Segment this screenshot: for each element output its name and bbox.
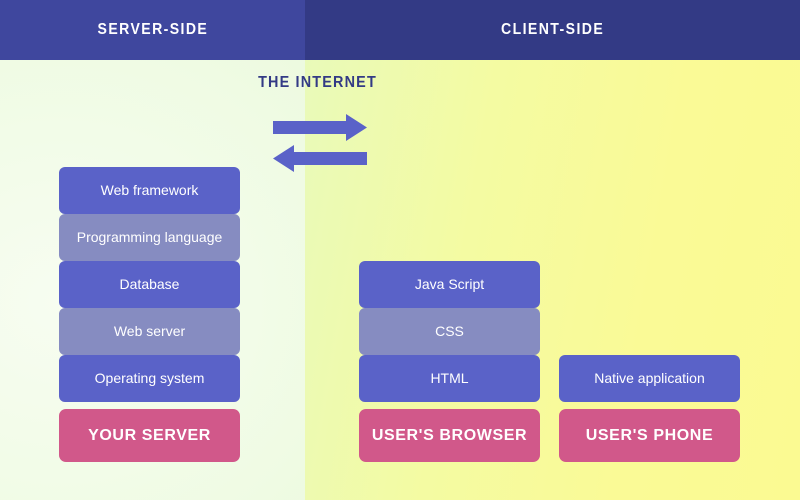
server-side-title: SERVER-SIDE [97,21,208,38]
stack-item-operating-system[interactable]: Operating system [59,355,240,402]
stack-item-programming-language[interactable]: Programming language [59,214,240,261]
stack-base-your-server[interactable]: YOUR SERVER [59,409,240,462]
arrow-right-icon [273,114,367,141]
stack-item-html[interactable]: HTML [359,355,540,402]
internet-arrows [268,112,372,174]
stack-item-javascript[interactable]: Java Script [359,261,540,308]
client-side-header: CLIENT-SIDE [305,0,800,60]
stack-item-native-application[interactable]: Native application [559,355,740,402]
stack-item-css[interactable]: CSS [359,308,540,355]
stack-item-web-framework[interactable]: Web framework [59,167,240,214]
arrow-left-icon [273,145,367,172]
diagram-header: SERVER-SIDE CLIENT-SIDE [0,0,800,60]
stack-base-users-browser[interactable]: USER'S BROWSER [359,409,540,462]
server-side-header: SERVER-SIDE [0,0,305,60]
internet-label: THE INTERNET [258,74,377,91]
client-phone-stack: Native application USER'S PHONE [559,355,740,462]
server-stack: Web framework Programming language Datab… [59,167,240,462]
stack-item-web-server[interactable]: Web server [59,308,240,355]
client-browser-stack: Java Script CSS HTML USER'S BROWSER [359,261,540,462]
stack-base-users-phone[interactable]: USER'S PHONE [559,409,740,462]
stack-item-database[interactable]: Database [59,261,240,308]
client-side-title: CLIENT-SIDE [500,21,605,38]
